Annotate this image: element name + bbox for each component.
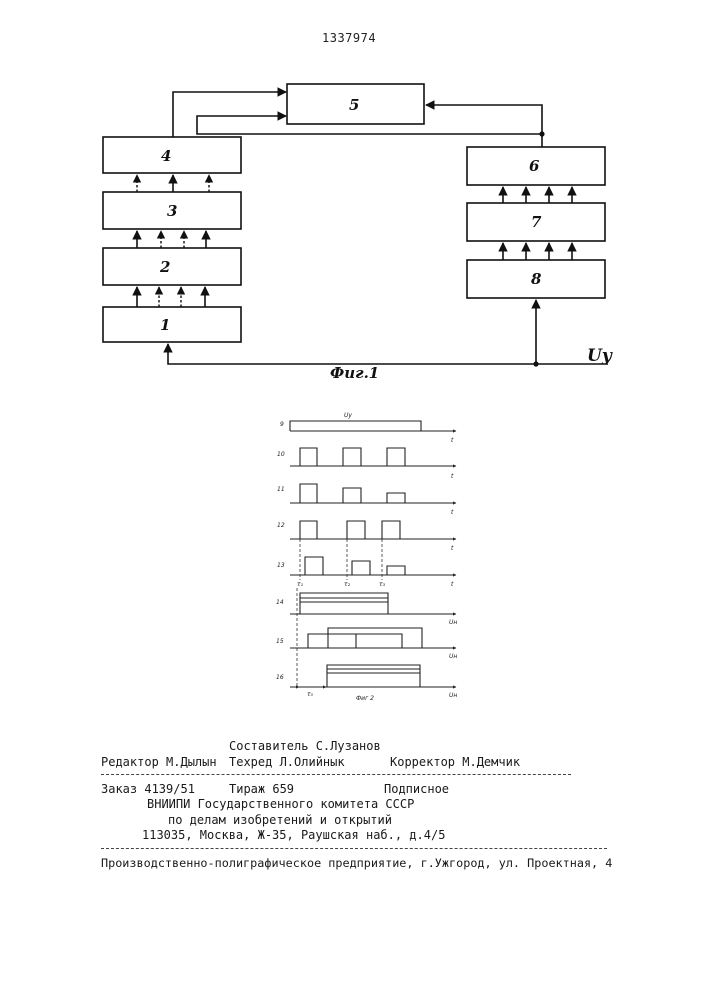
address-line: 113035, Москва, Ж-35, Раушская наб., д.4… — [142, 828, 445, 842]
figure-2-caption: Фиг 2 — [356, 695, 374, 702]
block-4 — [103, 137, 241, 173]
input-label-uy: Uу — [587, 346, 613, 366]
input-junction-dot — [533, 361, 538, 366]
block-5-label: 5 — [349, 96, 359, 114]
row-14-label: 14 — [276, 599, 284, 606]
figure-1-block-diagram: 5 4 3 2 1 6 7 8 — [0, 0, 707, 400]
row-13-axis: t — [451, 581, 454, 588]
row-10-axis: t — [451, 473, 454, 480]
row-10-label: 10 — [277, 451, 285, 458]
block-4-label: 4 — [161, 147, 171, 165]
link-4-to-5 — [173, 92, 286, 137]
row-12-axis: t — [451, 545, 454, 552]
row-9-label: 9 — [280, 421, 284, 428]
block-2-label: 2 — [159, 258, 170, 276]
row-16-label: 16 — [276, 674, 284, 681]
figure-1-caption: Фиг.1 — [330, 364, 379, 382]
techred-line: Техред Л.Олийнык — [229, 755, 345, 769]
corrector-line: Корректор М.Демчик — [390, 755, 520, 769]
junction-dot — [539, 131, 544, 136]
tau-0: τ₀ — [307, 691, 314, 698]
block-8-label: 8 — [531, 270, 542, 288]
link-6-to-5-feedback — [197, 116, 542, 134]
circulation-line: Тираж 659 — [229, 782, 294, 796]
tau-3: τ₃ — [379, 581, 386, 588]
block-6-label: 6 — [529, 157, 540, 175]
row-11-label: 11 — [277, 486, 285, 493]
link-6-to-5 — [426, 105, 542, 147]
compiler-line: Составитель С.Лузанов — [229, 739, 381, 753]
printer-line: Производственно-полиграфическое предприя… — [101, 856, 612, 870]
row-14-axis: Uн — [449, 619, 457, 626]
block-2 — [103, 248, 241, 285]
row-15-axis: Uн — [449, 653, 457, 660]
editor-line: Редактор М.Дылын — [101, 755, 217, 769]
org-line-2: по делам изобретений и открытий — [168, 813, 392, 827]
row-15-label: 15 — [276, 638, 284, 645]
block-1 — [103, 307, 241, 342]
divider-2 — [101, 848, 607, 849]
row-9-signal-label: Uу — [344, 412, 352, 419]
subscription-line: Подписное — [384, 782, 449, 796]
row-16-axis: Uн — [449, 692, 457, 699]
row-13-label: 13 — [277, 562, 285, 569]
block-1-label: 1 — [160, 316, 170, 334]
block-3-label: 3 — [167, 202, 177, 220]
block-7-label: 7 — [531, 213, 542, 231]
order-line: Заказ 4139/51 — [101, 782, 195, 796]
row-11-axis: t — [451, 509, 454, 516]
row-9-axis: t — [451, 437, 454, 444]
org-line-1: ВНИИПИ Государственного комитета СССР — [147, 797, 414, 811]
tau-1: τ₁ — [297, 581, 304, 588]
tau-2: τ₂ — [344, 581, 351, 588]
input-bus-to-1 — [168, 344, 608, 364]
row-12-label: 12 — [277, 522, 285, 529]
divider-1 — [101, 774, 571, 775]
